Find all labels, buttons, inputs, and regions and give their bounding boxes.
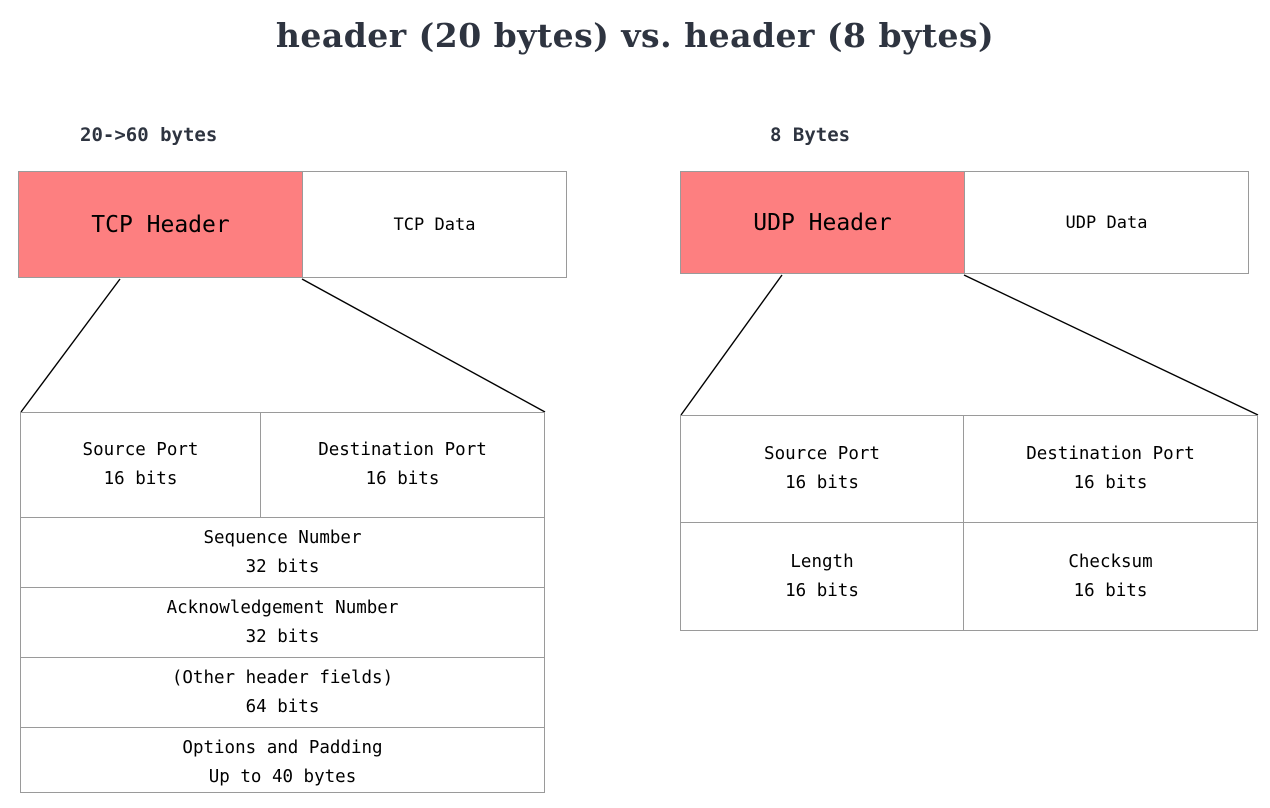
tcp-field-acknowledgement-number: Acknowledgement Number 32 bits (21, 588, 544, 657)
table-row: Length 16 bits Checksum 16 bits (681, 523, 1257, 630)
field-name: Acknowledgement Number (166, 597, 399, 618)
udp-header-field-table: Source Port 16 bits Destination Port 16 … (680, 415, 1258, 631)
field-size: 32 bits (245, 556, 320, 577)
udp-field-length: Length 16 bits (681, 523, 964, 630)
tcp-field-sequence-number: Sequence Number 32 bits (21, 518, 544, 587)
field-size: 16 bits (785, 580, 859, 601)
table-row: Acknowledgement Number 32 bits (21, 588, 544, 658)
field-size: Up to 40 bytes (208, 767, 357, 787)
field-size: 16 bits (365, 469, 440, 489)
tcp-callout-line-right (301, 278, 546, 413)
udp-field-source-port: Source Port 16 bits (681, 416, 964, 522)
udp-field-checksum: Checksum 16 bits (964, 523, 1257, 630)
udp-packet-bar: UDP Header UDP Data (680, 171, 1249, 274)
table-row: Source Port 16 bits Destination Port 16 … (21, 413, 544, 518)
udp-size-caption: 8 Bytes (770, 124, 851, 146)
field-size: 16 bits (785, 473, 859, 493)
tcp-data-block: TCP Data (393, 214, 476, 235)
udp-callout-line-right (963, 274, 1259, 416)
tcp-size-caption: 20->60 bytes (80, 124, 218, 146)
udp-callout-line-left (680, 274, 783, 416)
field-name: Sequence Number (203, 527, 362, 548)
field-size: 16 bits (1073, 473, 1148, 493)
udp-data-block: UDP Data (1065, 212, 1148, 233)
field-name: Checksum (1068, 551, 1153, 572)
tcp-field-options-and-padding: Options and Padding Up to 40 bytes (21, 728, 544, 798)
table-row: Options and Padding Up to 40 bytes (21, 728, 544, 798)
field-name: Length (790, 551, 854, 572)
tcp-header-block: TCP Header (19, 172, 303, 277)
field-size: 16 bits (103, 469, 178, 489)
tcp-field-source-port: Source Port 16 bits (21, 413, 261, 517)
tcp-callout-line-left (20, 278, 121, 413)
field-size: 64 bits (245, 696, 320, 717)
udp-field-destination-port: Destination Port 16 bits (964, 416, 1257, 522)
field-name: Destination Port (318, 440, 487, 461)
tcp-field-other-header-fields: (Other header fields) 64 bits (21, 658, 544, 727)
page-title: header (20 bytes) vs. header (8 bytes) (275, 16, 995, 55)
table-row: Source Port 16 bits Destination Port 16 … (681, 416, 1257, 523)
field-name: Source Port (82, 440, 199, 461)
field-name: Options and Padding (182, 738, 383, 759)
field-name: Destination Port (1026, 444, 1195, 465)
field-name: (Other header fields) (171, 667, 394, 688)
field-name: Source Port (764, 444, 880, 465)
tcp-header-field-table: Source Port 16 bits Destination Port 16 … (20, 412, 545, 793)
field-size: 32 bits (245, 626, 320, 647)
udp-header-block: UDP Header (681, 172, 965, 273)
field-size: 16 bits (1073, 580, 1148, 601)
tcp-field-destination-port: Destination Port 16 bits (261, 413, 544, 517)
tcp-packet-bar: TCP Header TCP Data (18, 171, 567, 278)
table-row: Sequence Number 32 bits (21, 518, 544, 588)
table-row: (Other header fields) 64 bits (21, 658, 544, 728)
